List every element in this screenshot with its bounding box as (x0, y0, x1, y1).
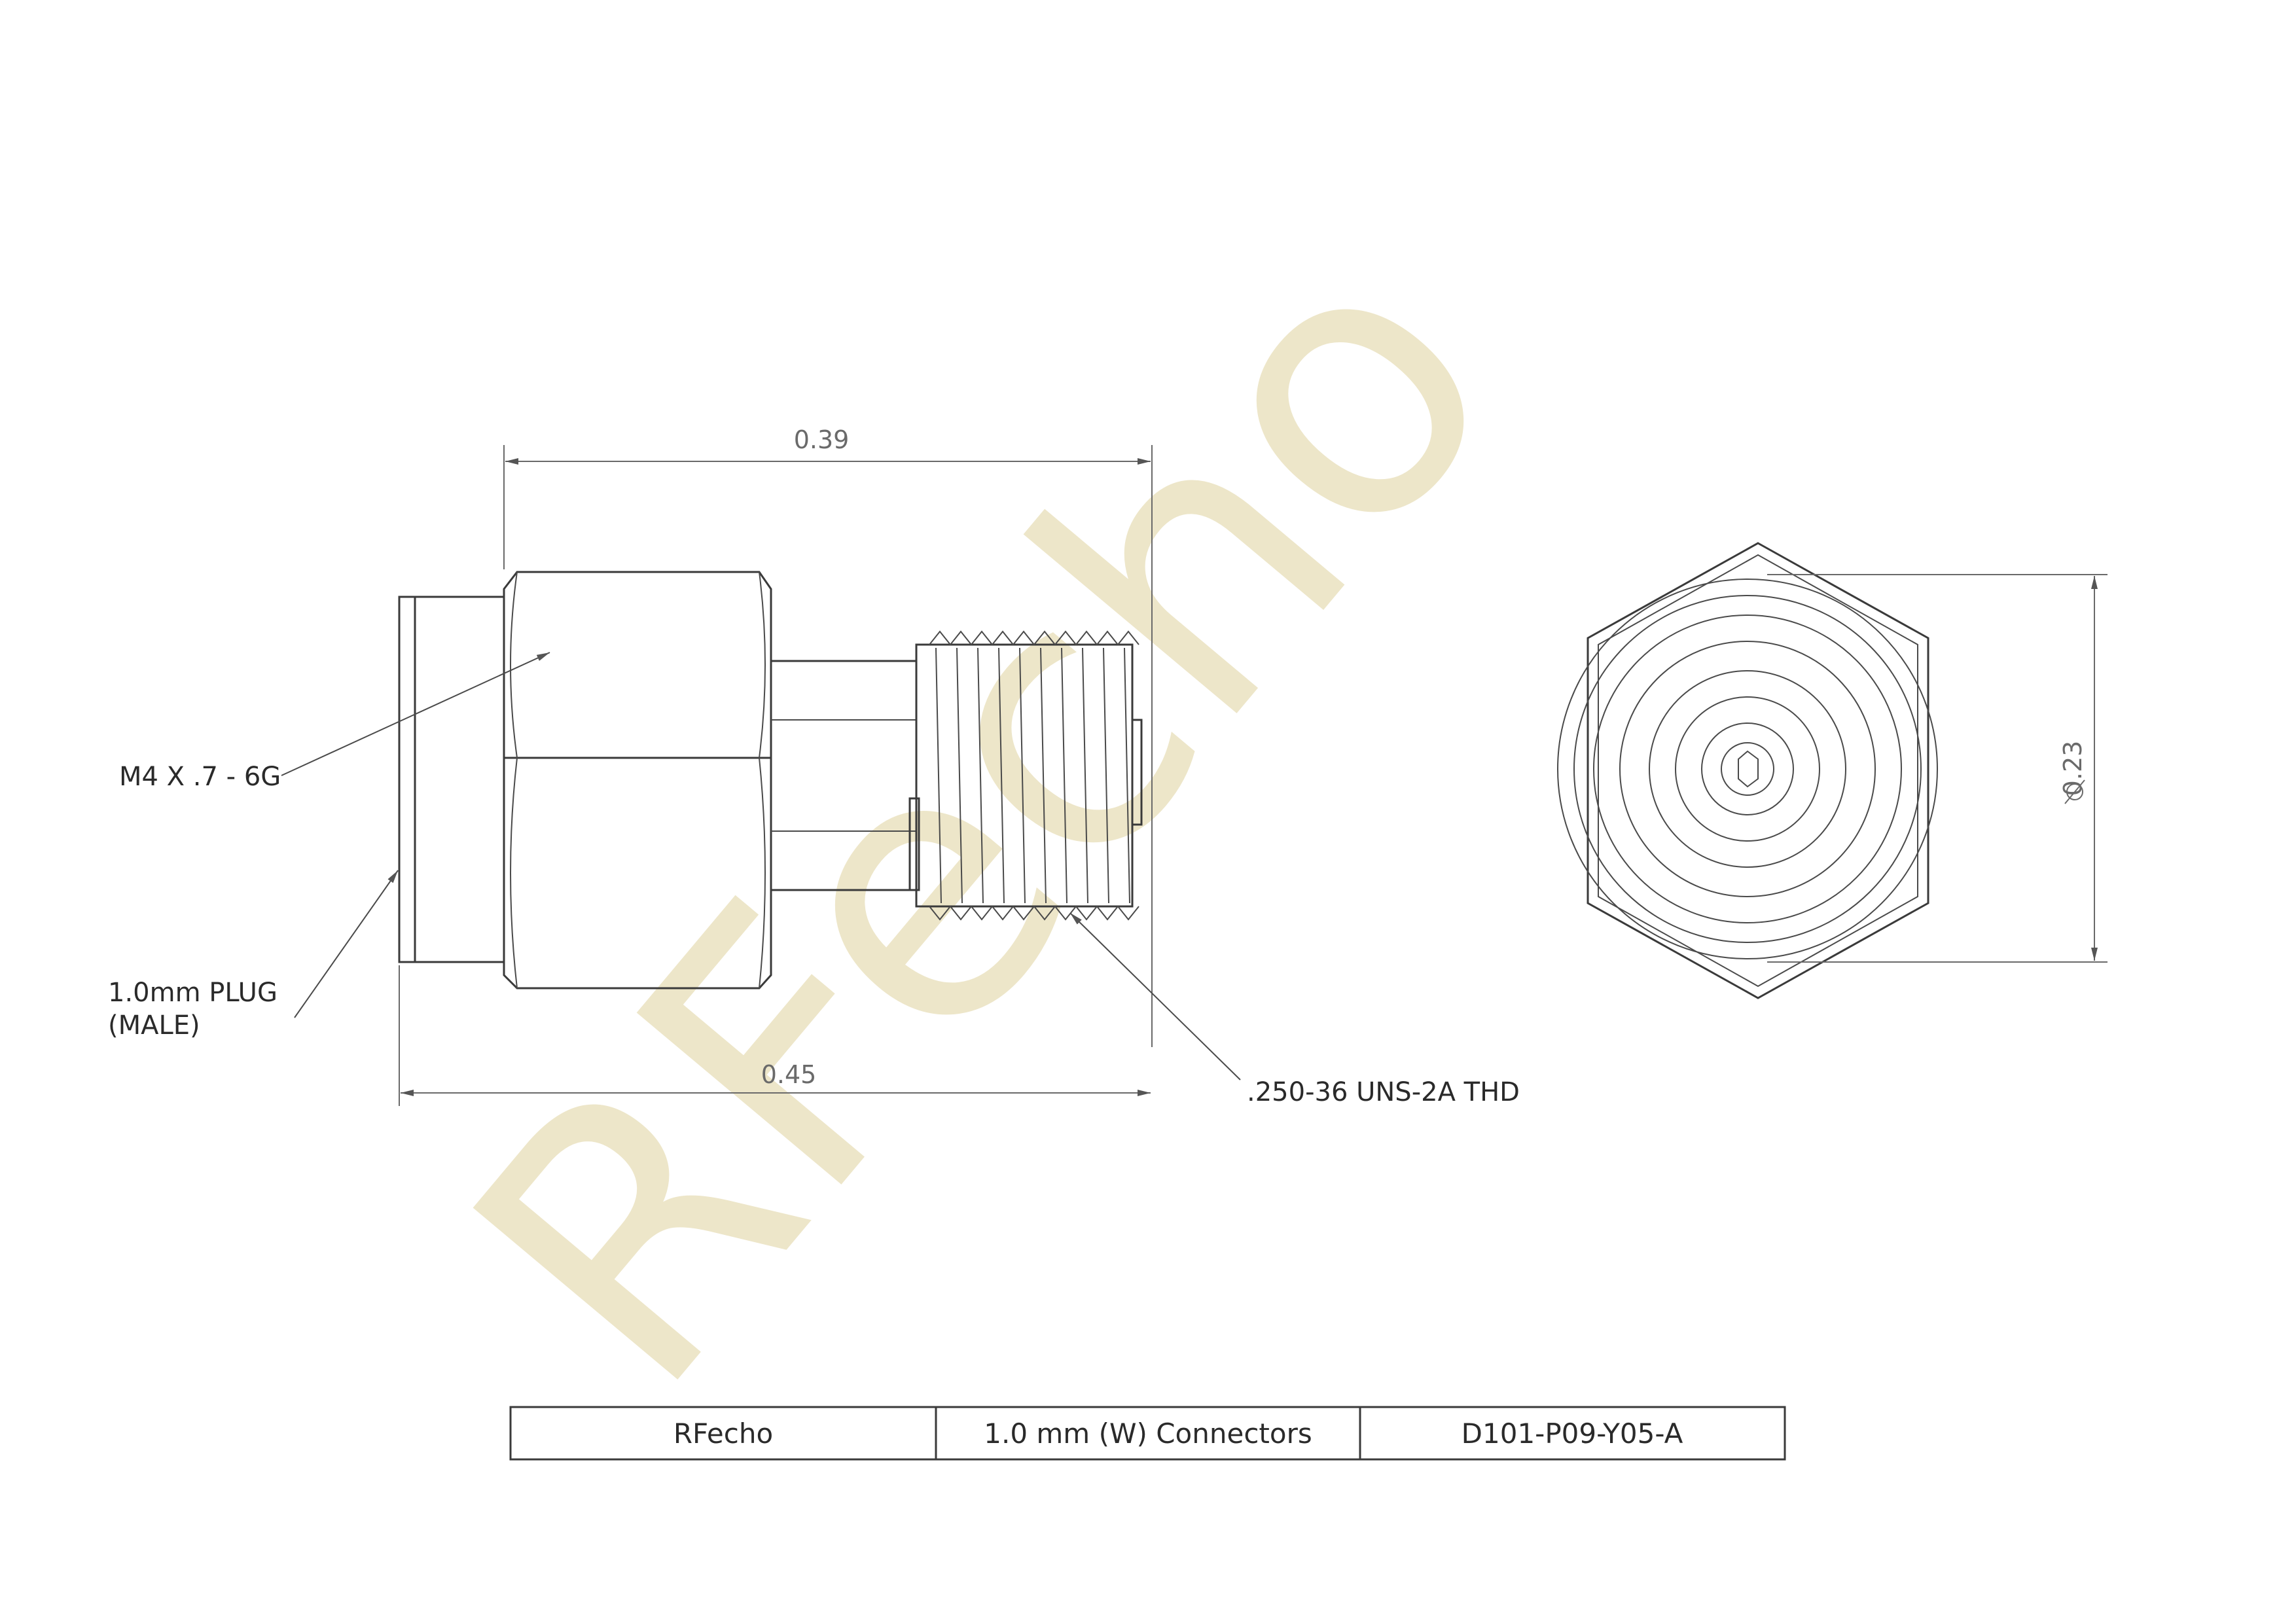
concentric-ring (1721, 742, 1774, 796)
title-block: RFecho 1.0 mm (W) Connectors D101-P09-Y0… (509, 1406, 1786, 1461)
dimension-diameter-label: 0.23 (2058, 741, 2087, 796)
thread-tooth (971, 906, 993, 921)
thread-tooth (1075, 906, 1098, 921)
callout-shaft-thread-label: .250-36 UNS-2A THD (1247, 1077, 1520, 1107)
callout-nut-thread: M4 X .7 - 6G (119, 652, 550, 792)
thread-line (950, 630, 972, 904)
callout-plug-line1: 1.0mm PLUG (108, 978, 278, 1008)
thread-tooth (1033, 906, 1056, 921)
thread-tooth (929, 906, 951, 921)
title-block-series: 1.0 mm (W) Connectors (984, 1418, 1312, 1450)
concentric-ring (1593, 615, 1902, 923)
thread-tooth (992, 906, 1014, 921)
title-block-part-number: D101-P09-Y05-A (1462, 1418, 1683, 1450)
thread-line (1033, 630, 1056, 904)
thread-line (992, 630, 1014, 904)
concentric-ring (1557, 579, 1938, 959)
thread-tooth (1096, 906, 1119, 921)
callout-shaft-thread: .250-36 UNS-2A THD (1069, 912, 1520, 1107)
thread-line (929, 630, 951, 904)
front-view (1557, 542, 1938, 999)
concentric-ring (1619, 641, 1876, 897)
dimension-bottom-length: 0.45 (399, 965, 1151, 1106)
callout-plug: 1.0mm PLUG (MALE) (108, 870, 399, 1041)
plug-face (398, 596, 416, 963)
hex-outline (1587, 542, 1929, 999)
thread-line (1054, 630, 1077, 904)
callout-plug-line2: (MALE) (108, 1010, 200, 1041)
title-block-company: RFecho (673, 1418, 773, 1450)
thread-tooth (1117, 906, 1139, 921)
concentric-ring (1675, 696, 1820, 842)
thread-tooth (1054, 906, 1077, 921)
concentric-ring (1573, 595, 1922, 943)
thread-line (1013, 630, 1035, 904)
dimension-top-label: 0.39 (794, 425, 850, 454)
dimension-bottom-label: 0.45 (761, 1060, 817, 1089)
concentric-ring (1701, 722, 1794, 815)
center-pin (1738, 750, 1759, 788)
thread-line (971, 630, 993, 904)
callout-nut-thread-label: M4 X .7 - 6G (119, 762, 281, 792)
side-view (398, 571, 1143, 990)
thread-line (1096, 630, 1119, 904)
dimension-diameter: 0.23 (1767, 574, 2108, 963)
concentric-ring (1649, 670, 1846, 868)
thread-tooth (950, 906, 972, 921)
thread-line (1117, 630, 1139, 904)
watermark-text: RFecho (394, 171, 1575, 1463)
diameter-symbol (2066, 783, 2083, 800)
thread-tooth (1013, 906, 1035, 921)
dimension-top-length: 0.39 (503, 425, 1153, 1047)
thread-line (1075, 630, 1098, 904)
